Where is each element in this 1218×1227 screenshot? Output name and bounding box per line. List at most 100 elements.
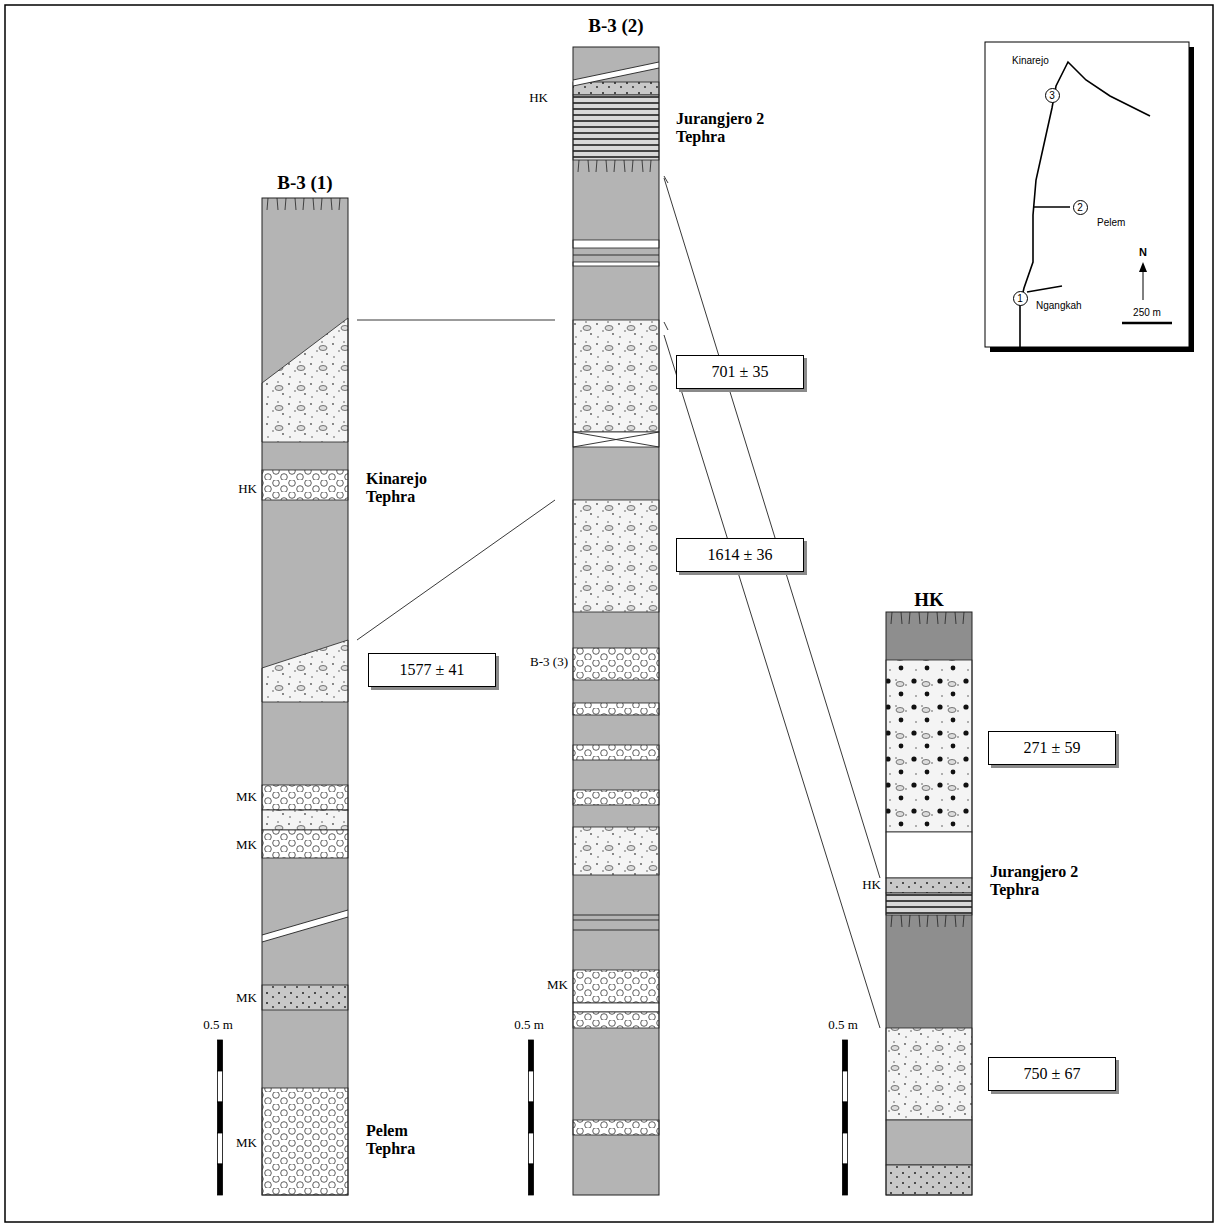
strata-lens (262, 318, 348, 442)
root-mark (891, 915, 892, 927)
root-mark (650, 160, 651, 172)
strata-layer (573, 703, 659, 715)
strata-layer (573, 648, 659, 680)
root-mark (891, 612, 892, 624)
strata-layer (886, 1165, 972, 1195)
date-box: 750 ± 67 (988, 1057, 1116, 1091)
site-number: 1 (1013, 291, 1028, 306)
scale-bar (218, 1040, 223, 1071)
strata-layer (886, 832, 972, 878)
strata-layer (573, 82, 659, 95)
date-box: 1614 ± 36 (676, 538, 804, 572)
column-title: HK (914, 590, 944, 611)
north-arrow (1143, 268, 1144, 300)
date-box: 701 ± 35 (676, 355, 804, 389)
root-mark (955, 915, 956, 927)
strata-layer (573, 790, 659, 805)
strata-layer (262, 985, 348, 1010)
strata-label: 0.5 m (514, 1018, 544, 1032)
scale-bar (529, 1102, 534, 1133)
strata-layer (886, 1120, 972, 1165)
strata-lens (262, 640, 348, 702)
strata-label: MK (547, 978, 568, 992)
map-label: Ngangkah (1036, 300, 1082, 311)
date-text: 271 ± 59 (1003, 739, 1101, 757)
scale-bar (529, 1071, 534, 1102)
root-mark (919, 612, 920, 624)
strata-label: Pelem Tephra (366, 1122, 456, 1157)
strata-layer (886, 878, 972, 893)
root-mark (339, 198, 340, 210)
strata-layer (573, 970, 659, 1003)
root-mark (901, 612, 902, 624)
root-mark (927, 612, 928, 624)
root-mark (632, 160, 633, 172)
strata-layer (573, 827, 659, 875)
root-mark (642, 160, 643, 172)
strata-layer (573, 500, 659, 612)
strata-label: MK (236, 790, 257, 804)
correlation-line (664, 178, 880, 878)
strata-layer (262, 470, 348, 500)
scale-bar (843, 1071, 848, 1102)
site-number-text: 3 (1046, 89, 1059, 102)
map-label: Kinarejo (1012, 55, 1049, 66)
strata-layer (262, 1088, 348, 1195)
map-label: Pelem (1097, 217, 1125, 228)
strata-label: MK (236, 1136, 257, 1150)
root-mark (963, 612, 964, 624)
correlation-line (357, 320, 555, 321)
root-mark (606, 160, 607, 172)
site-number-text: 1 (1014, 292, 1027, 305)
correlation-line (664, 322, 668, 330)
strata-layer (573, 1003, 659, 1012)
correlation-line (573, 432, 659, 447)
column-break (262, 910, 348, 942)
strata-layer (886, 660, 972, 832)
root-mark (588, 160, 589, 172)
correlation-line (573, 930, 659, 931)
scale-bar (218, 1102, 223, 1133)
root-mark (937, 915, 938, 927)
strata-label: MK (236, 991, 257, 1005)
root-mark (321, 198, 322, 210)
root-mark (937, 612, 938, 624)
strata-label: Kinarejo Tephra (366, 470, 456, 505)
date-text: 1614 ± 36 (691, 546, 789, 564)
root-mark (277, 198, 278, 210)
column-outline (573, 47, 659, 1195)
strata-label: HK (529, 91, 548, 105)
scale-bar (843, 1102, 848, 1133)
scale-bar (843, 1133, 848, 1164)
correlation-line (573, 432, 659, 447)
root-mark (267, 198, 268, 210)
root-mark (303, 198, 304, 210)
root-mark (295, 198, 296, 210)
strata-layer (573, 432, 659, 447)
root-mark (313, 198, 314, 210)
root-mark (578, 160, 579, 172)
scale-bar (218, 1133, 223, 1164)
root-mark (955, 612, 956, 624)
strata-label: HK (862, 878, 881, 892)
root-mark (945, 612, 946, 624)
strata-label: HK (238, 482, 257, 496)
column-base (573, 47, 659, 1195)
column-outline (886, 612, 972, 1195)
root-mark (945, 915, 946, 927)
strata-layer (886, 893, 972, 915)
strata-label: 0.5 m (203, 1018, 233, 1032)
strata-layer (573, 1120, 659, 1135)
column-title: B-3 (1) (277, 173, 332, 194)
strata-layer (262, 830, 348, 858)
strata-label: MK (236, 838, 257, 852)
correlation-line (664, 176, 668, 183)
road-line (1033, 206, 1070, 208)
north-arrow-head (1139, 262, 1147, 272)
correlation-line (357, 500, 555, 640)
site-number: 2 (1073, 200, 1088, 215)
strata-layer (262, 785, 348, 810)
strata-layer (262, 810, 348, 830)
root-mark (614, 160, 615, 172)
